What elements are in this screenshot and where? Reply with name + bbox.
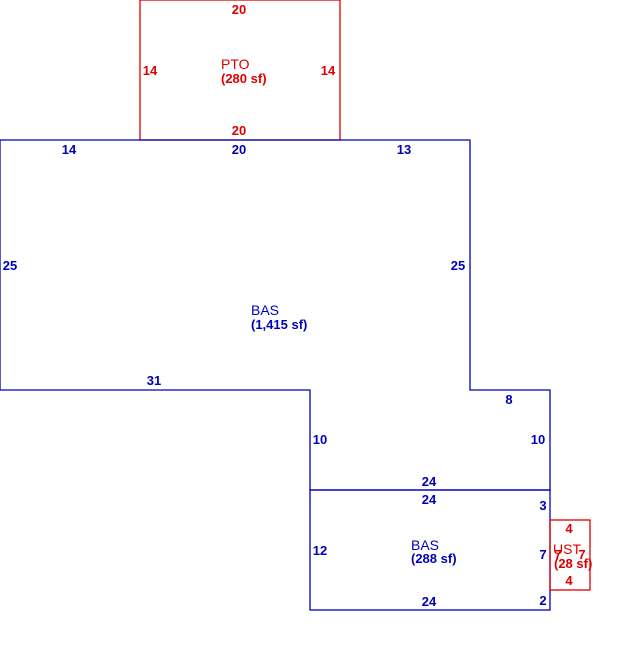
bas-lower-area: (288 sf)	[411, 551, 457, 566]
pto-dim-right: 14	[321, 63, 336, 78]
bas-main-dim-step-left: 10	[313, 432, 327, 447]
bas-main-name: BAS	[251, 302, 279, 318]
pto-dim-left: 14	[143, 63, 158, 78]
bas-main-dim-step-top: 8	[505, 392, 512, 407]
bas-lower-dim-right-top: 3	[539, 498, 546, 513]
ust-dim-bottom: 4	[565, 573, 573, 588]
bas-main-dim-step-right: 10	[531, 432, 545, 447]
ust-dim-left: 7	[554, 547, 561, 562]
ust-dim-right: 7	[578, 547, 585, 562]
bas-main-dim-top-right: 13	[397, 142, 411, 157]
bas-main-dim-right: 25	[451, 258, 465, 273]
bas-lower-dim-bottom: 24	[422, 594, 437, 609]
pto-dim-bottom: 20	[232, 123, 246, 138]
ust-area: (28 sf)	[554, 556, 592, 571]
bas-lower-dim-top: 24	[422, 492, 437, 507]
bas-main-area: (1,415 sf)	[251, 317, 307, 332]
bas-lower-dim-right-bottom: 2	[539, 593, 546, 608]
bas-main-dim-top-mid: 20	[232, 142, 246, 157]
pto-section: 20 14 14 20 PTO (280 sf)	[139, 0, 341, 141]
bas-main-dim-left: 25	[3, 258, 17, 273]
bas-lower-dim-right-mid: 7	[539, 547, 546, 562]
pto-dim-top: 20	[232, 2, 246, 17]
ust-dim-top: 4	[565, 521, 573, 536]
bas-main-dim-top-left: 14	[62, 142, 77, 157]
pto-name: PTO	[221, 56, 250, 72]
pto-area: (280 sf)	[221, 71, 267, 86]
ust-name: UST	[553, 541, 581, 557]
ust-outline[interactable]	[549, 519, 591, 591]
bas-lower-dim-left: 12	[313, 543, 327, 558]
bas-main-dim-step-bottom: 24	[422, 474, 437, 489]
bas-lower-section: 24 12 3 7 2 24 BAS (288 sf)	[309, 489, 551, 611]
bas-main-dim-bottom: 31	[147, 373, 161, 388]
bas-lower-name: BAS	[411, 537, 439, 553]
ust-section: 4 7 7 4 UST (28 sf)	[549, 519, 592, 591]
bas-main-section: 14 20 13 25 25 31 8 10 10 24 BAS (1,415 …	[0, 139, 551, 491]
